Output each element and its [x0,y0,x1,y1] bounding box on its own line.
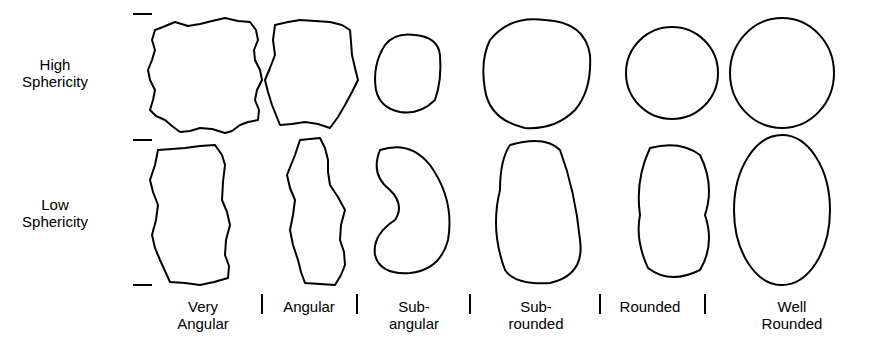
grain-outline [734,135,830,285]
grain-outline [148,18,262,133]
tick-marks [133,14,705,314]
column-separator [704,294,706,314]
column-label: Sub- angular [383,298,445,333]
row-tick [133,139,152,141]
row-tick [133,284,152,286]
grain-outline [496,141,581,283]
row-label: Low Sphericity [9,196,101,231]
row-tick [133,13,152,15]
grain-outline [265,20,358,128]
column-separator [261,294,263,314]
column-separator [469,294,471,314]
row-label: High Sphericity [9,56,101,91]
grain-outline [287,138,345,285]
grain-outlines [148,18,834,285]
grain-outline [626,27,718,119]
column-label: Sub- rounded [503,298,569,333]
column-label: Angular [269,298,349,315]
grain-outline [483,19,590,128]
grain-outline [639,145,709,277]
column-label: Very Angular [167,298,239,333]
grain-outline [375,147,450,273]
column-label: Well Rounded [756,298,828,333]
grain-outline [375,34,440,112]
column-separator [599,294,601,314]
grain-outline [730,18,834,128]
column-separator [356,294,358,314]
grain-outline [150,145,230,285]
column-label: Rounded [610,298,690,315]
